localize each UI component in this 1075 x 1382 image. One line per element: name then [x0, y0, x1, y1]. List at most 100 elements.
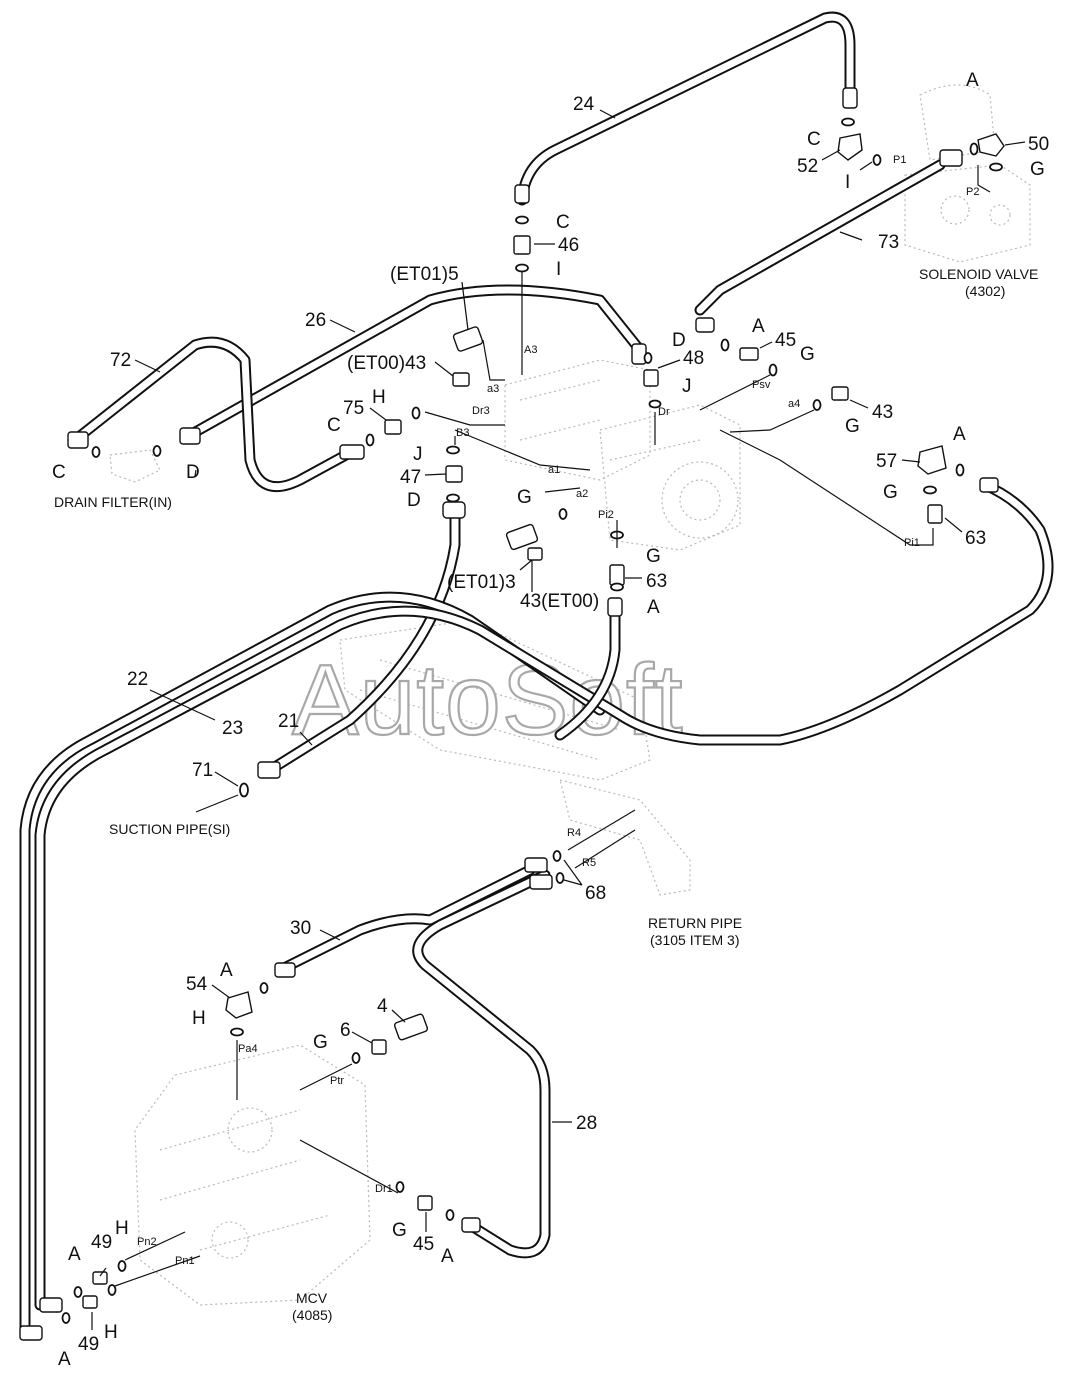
plug-43b [831, 386, 849, 401]
seal-d1: D [672, 330, 686, 351]
port-psv: Psv [752, 379, 771, 391]
fitting-22-bottom [19, 1325, 43, 1341]
port-b3: B3 [456, 427, 469, 439]
callout-73: 73 [878, 232, 899, 253]
callout-50: 50 [1028, 134, 1049, 155]
hose-23 [34, 479, 1054, 1311]
o-ring-a6 [445, 1209, 455, 1221]
port-pa4: Pa4 [238, 1043, 258, 1055]
port-pn2: Pn2 [137, 1236, 157, 1248]
callout-5: (ET01)5 [390, 264, 459, 285]
fitting-26-left [179, 427, 201, 445]
adapter-45b [417, 1195, 433, 1211]
port-dr: Dr [658, 406, 670, 418]
callout-43b: 43 [872, 402, 893, 423]
seal-a8: A [58, 1349, 71, 1370]
o-ring-g3 [812, 399, 822, 411]
callout-23: 23 [222, 718, 243, 739]
seal-i1: I [845, 172, 850, 193]
fitting-pi2 [607, 597, 623, 617]
seal-c4: C [52, 462, 66, 483]
o-ring-d3 [152, 445, 162, 457]
seal-g5: G [517, 487, 532, 508]
fitting-73-right [939, 149, 963, 167]
fitting-24-bottom [514, 184, 530, 204]
seal-a4: A [647, 597, 660, 618]
o-ring-h4 [107, 1284, 117, 1296]
seal-a2: A [752, 316, 765, 337]
adapter-47 [445, 465, 463, 483]
o-ring-a7 [73, 1286, 83, 1298]
fitting-21-bottom [257, 761, 281, 779]
seal-g2: G [800, 344, 815, 365]
o-ring-j2 [446, 445, 460, 455]
seal-h2: H [192, 1008, 206, 1029]
o-ring-g1 [989, 162, 1003, 172]
fitting-26-right [631, 343, 647, 365]
caption-solenoid-valve-code: (4302) [965, 283, 1005, 299]
elbow-48 [643, 369, 659, 387]
seal-a7: A [68, 1244, 81, 1265]
port-dr3: Dr3 [472, 405, 490, 417]
hose-21 [264, 509, 461, 776]
o-ring-j1 [648, 399, 662, 409]
caption-return-pipe-code: (3105 ITEM 3) [650, 932, 739, 948]
port-r4: R4 [567, 827, 581, 839]
o-ring-d1 [643, 352, 653, 364]
o-ring-c4 [91, 446, 101, 458]
fitting-21-top [442, 501, 466, 519]
callout-45a: 45 [775, 330, 796, 351]
callout-75: 75 [343, 398, 364, 419]
callout-49b: 49 [78, 1334, 99, 1355]
hose-72 [69, 336, 361, 493]
port-pi1: Pi1 [904, 537, 920, 549]
fitting-r4 [524, 857, 548, 873]
port-r5: R5 [582, 857, 596, 869]
o-ring-a5 [259, 982, 269, 994]
port-labels: P1 P2 A3 a3 Dr3 B3 Dr Psv a4 a1 a2 Pi2 P… [137, 154, 979, 1267]
seal-j1: J [682, 376, 692, 397]
seal-j2: J [413, 444, 423, 465]
fitting-73-left [695, 317, 715, 333]
main-pump-body [504, 359, 741, 551]
o-ring-c1 [841, 117, 855, 127]
watermark-text: AutoSoft [292, 644, 684, 756]
seal-g1: G [1030, 159, 1045, 180]
seal-h3: H [115, 1218, 129, 1239]
o-ring-g2 [768, 363, 778, 377]
return-pipe-body [559, 779, 691, 896]
sensor-5 [452, 326, 484, 352]
adapter-49b [82, 1295, 98, 1309]
port-a3-lower: a3 [487, 383, 499, 395]
fitting-28-bottom [461, 1217, 481, 1233]
port-a3: A3 [524, 344, 537, 356]
callout-52: 52 [797, 156, 818, 177]
caption-mcv: MCV [296, 1290, 328, 1306]
port-p1: P1 [893, 154, 906, 166]
callout-21: 21 [278, 711, 299, 732]
seal-d2: D [407, 490, 421, 511]
adapter-46 [513, 235, 531, 255]
callout-54: 54 [186, 974, 208, 995]
hoses [19, 11, 1054, 1336]
seal-c1: C [807, 129, 821, 150]
seal-a3: A [953, 424, 966, 445]
elbow-50 [977, 133, 1005, 157]
tee-52 [837, 133, 863, 161]
plug-43c [527, 547, 543, 561]
leader-lines [91, 109, 1026, 1330]
callout-numbers: 24 50 52 73 46 (ET01)5 26 72 (ET00)43 48… [78, 94, 1049, 1355]
o-ring-68a [552, 850, 562, 862]
seal-g6: G [646, 546, 661, 567]
adapter-49a [92, 1271, 108, 1285]
port-dr1: Dr1 [375, 1183, 393, 1195]
seal-letters: C I A G C I A G D J H C G J D C D A G G … [52, 70, 1045, 1370]
o-ring-c2 [515, 215, 529, 225]
mcv-body [134, 1044, 371, 1306]
seal-g3: G [845, 416, 860, 437]
callout-4: 4 [377, 996, 388, 1017]
o-ring-a3 [955, 463, 965, 477]
hose-pi2 [554, 599, 621, 741]
o-ring-71 [239, 782, 249, 798]
